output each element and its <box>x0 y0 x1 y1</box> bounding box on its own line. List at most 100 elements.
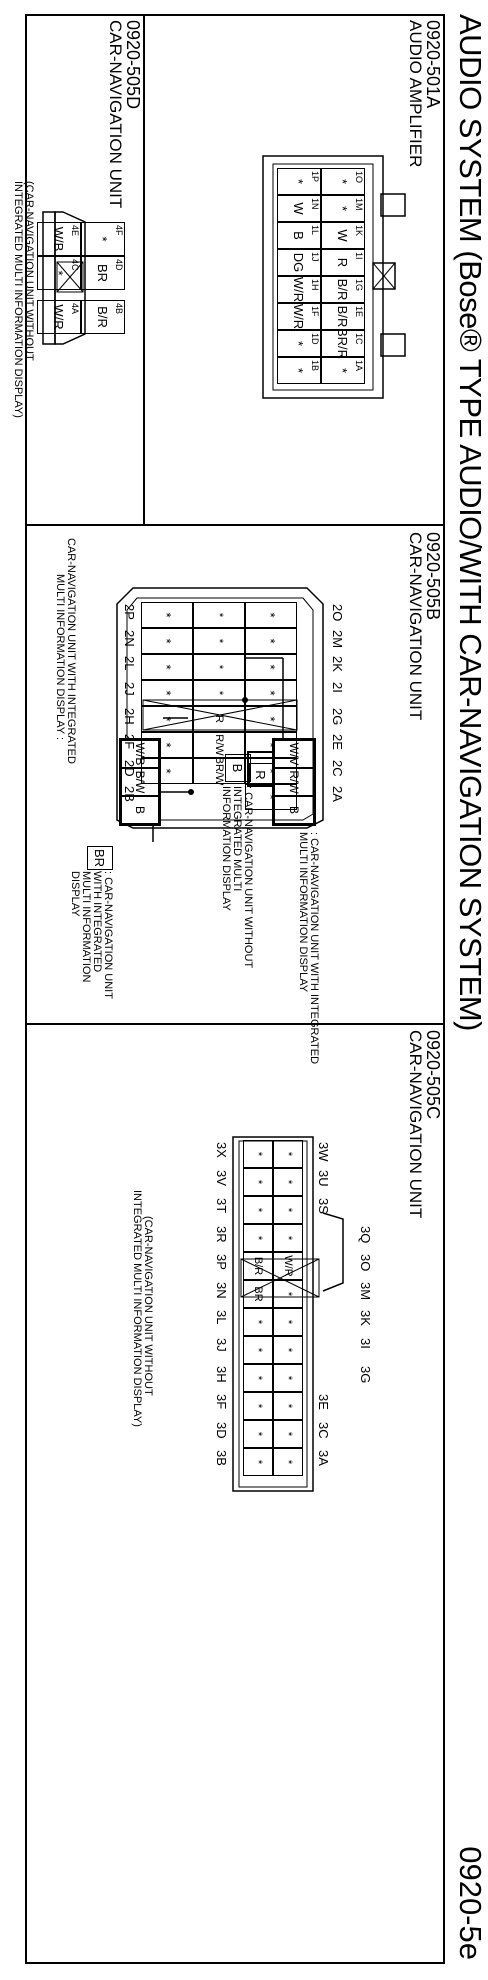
note-line: CAR-NAVIGATION UNIT WITH INTEGRATED <box>65 538 77 764</box>
wire-cell: * <box>141 680 193 706</box>
wire-cell: * <box>243 1448 273 1476</box>
wire-cell: * <box>245 628 297 654</box>
wire-cell: * <box>245 706 297 732</box>
pin-label: 2I <box>330 682 345 693</box>
pin-label: 2E <box>330 734 345 750</box>
pin-label: 2A <box>330 786 345 802</box>
pin-label: 3A <box>316 1450 331 1466</box>
wire-cell: * <box>243 1196 273 1224</box>
note-line: MULTI INFORMATION <box>80 871 92 983</box>
note-line: : CAR-NAVIGATION UNIT <box>102 871 114 999</box>
pin-label: 1M <box>354 198 364 211</box>
wire-cell: * <box>245 654 297 680</box>
pin-label: 2H <box>122 708 137 725</box>
pin-label: 2L <box>122 656 137 671</box>
page-title: AUDIO SYSTEM (Bose® TYPE AUDIO/WITH CAR-… <box>453 14 488 1031</box>
wire-cell: * <box>273 1140 303 1168</box>
pin-label: 3H <box>214 1366 229 1383</box>
wire-label: W/B <box>121 740 159 768</box>
wire-cell: * <box>243 1308 273 1336</box>
pin-label: 3I <box>358 1338 373 1349</box>
pin-label: 1G <box>354 279 364 292</box>
wire-label: B/W <box>121 768 159 796</box>
note-line: (CAR-NAVIGATION UNIT WITHOUT <box>142 1216 154 1396</box>
pin-label: 3W <box>316 1142 331 1162</box>
note-line: INFORMATION DISPLAY <box>220 786 232 911</box>
pin-label: 2N <box>122 630 137 647</box>
note-line: INTEGRATED MULTI INFORMATION DISPLAY) <box>131 1190 143 1427</box>
wire-cell: * <box>193 654 245 680</box>
wire-cell: * <box>141 706 193 732</box>
wire-cell: * <box>273 1336 303 1364</box>
pin-label: 2O <box>330 604 345 622</box>
wire-cell: * <box>273 1392 303 1420</box>
pin-label: 4A <box>70 303 80 315</box>
wire-label: W/V <box>274 740 314 768</box>
pin-label: 1K <box>354 225 364 237</box>
pin-label: 3X <box>214 1142 229 1158</box>
pin-label: 3C <box>316 1422 331 1439</box>
wire-label: R/W <box>274 768 314 796</box>
amp-housing <box>262 155 406 399</box>
pin-label: 1F <box>310 306 320 317</box>
wire-cell: * <box>245 680 297 706</box>
wire-label: BR <box>87 846 113 870</box>
wire-cell: * <box>273 1168 303 1196</box>
pin-label: 4C <box>70 259 80 271</box>
note-line: INTEGRATED MULTI <box>231 786 243 892</box>
pin-label: 1A <box>354 360 364 372</box>
note-line: (CAR-NAVIGATION UNIT WITHOUT <box>23 181 35 361</box>
wire-label: B <box>274 796 314 824</box>
wire-cell: * <box>273 1280 303 1308</box>
wire-cell: * <box>193 602 245 628</box>
pin-label: 4B <box>114 303 124 315</box>
c-housing <box>232 1136 344 1492</box>
wire-cell: * <box>193 628 245 654</box>
pin-label: 3M <box>358 1282 373 1301</box>
wire-cell: * <box>141 628 193 654</box>
note-line: MULTI INFORMATION DISPLAY <box>297 832 309 993</box>
pin-label: 4E <box>70 225 80 237</box>
pin-label: 3V <box>214 1170 229 1186</box>
pin-label: 1C <box>354 333 364 345</box>
pin-label: 1D <box>310 333 320 345</box>
pin-label: 3N <box>214 1282 229 1299</box>
wire-label: B <box>121 796 159 824</box>
pin-label: 3F <box>214 1394 229 1410</box>
d-housing <box>42 211 86 345</box>
pin-label: 1I <box>354 252 364 260</box>
wire-cell: * <box>273 1196 303 1224</box>
pin-label: 2J <box>122 682 137 696</box>
pin-label: 3G <box>358 1366 373 1384</box>
wire-cell: * <box>273 1448 303 1476</box>
wire-cell: * <box>243 1140 273 1168</box>
pin-label: 2M <box>330 630 345 649</box>
pin-label: 1L <box>310 225 320 236</box>
pin-label: 4F <box>114 225 124 236</box>
pin-label: 3L <box>214 1310 229 1325</box>
pin-label: 2P <box>122 604 137 620</box>
wire-cell: * <box>243 1420 273 1448</box>
wire-cell: BR/W <box>193 757 245 785</box>
pin-label: 3D <box>214 1422 229 1439</box>
diagram-frame: 0920-501A AUDIO AMPLIFIER 0920-505D CAR-… <box>12 14 445 1964</box>
pin-label: 1J <box>310 252 320 262</box>
wire-cell: * <box>243 1364 273 1392</box>
pin-label: 3E <box>316 1394 331 1410</box>
wire-cell: * <box>193 680 245 706</box>
wire-cell: * <box>243 1224 273 1252</box>
wire-cell: * <box>243 1168 273 1196</box>
note-line: INTEGRATED MULTI INFORMATION DISPLAY) <box>12 181 24 418</box>
wire-cell: BR <box>243 1280 273 1308</box>
pin-label: 3U <box>316 1170 331 1187</box>
wire-cell: W/R <box>273 1252 303 1280</box>
pin-label: 3B <box>214 1450 229 1466</box>
pin-label: 1O <box>354 171 364 184</box>
note-line: MULTI INFORMATION DISPLAY : <box>54 574 66 741</box>
wire-cell: * <box>243 1336 273 1364</box>
wire-cell: * <box>273 1224 303 1252</box>
wire-cell: * <box>273 1420 303 1448</box>
pin-label: 1N <box>310 198 320 210</box>
page-number: 0920-5e <box>453 1846 488 1960</box>
wire-cell: B/R <box>243 1252 273 1280</box>
